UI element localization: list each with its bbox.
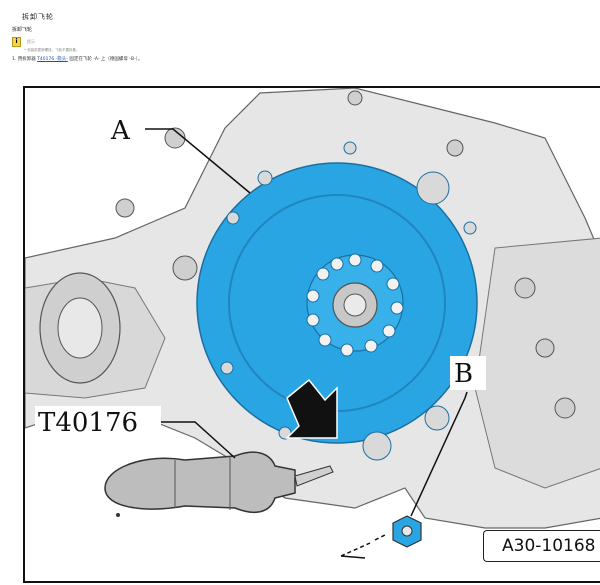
callout-a: A [110, 116, 131, 146]
note-row: i 提示 [12, 37, 35, 47]
hub-bolt-holes [306, 253, 404, 357]
callout-a-box [108, 113, 140, 143]
note-text: • 安装前更新螺栓，飞轮不要拆散。 [24, 48, 80, 52]
housing-right-section [474, 237, 600, 489]
flywheel-figure: A B T40176 A30-10168 [23, 86, 600, 583]
section-title: 拆卸飞轮 [12, 27, 33, 33]
document-title: 拆卸飞轮 [22, 13, 54, 21]
housing-cylinder-inner [57, 297, 103, 359]
note-label: 提示 [27, 39, 35, 44]
tool-t40176 [104, 451, 334, 517]
info-icon: i [12, 37, 21, 47]
flywheel-illustration: A B T40176 [25, 88, 600, 559]
housing-bosses [115, 90, 576, 419]
callout-tool: T40176 [38, 408, 138, 438]
step-prefix: 1. 用拆卸器 [12, 57, 38, 62]
tool-link[interactable]: T40176 -箭头- [37, 57, 68, 62]
arrow-indicator [285, 378, 338, 439]
figure-id: A30-10168 [483, 530, 600, 562]
note-text-content: 安装前更新螺栓，飞轮不要拆散。 [27, 48, 80, 52]
crankshaft-bore [343, 293, 367, 317]
flywheel-outer-holes [220, 141, 477, 461]
leader-lines [145, 128, 468, 559]
callout-b-box [450, 356, 486, 390]
nut-b [392, 515, 422, 548]
callout-tool-box [35, 406, 161, 436]
step-suffix: 固定在飞轮 -A- 上（德国螺母 -B-）。 [67, 57, 143, 62]
callout-b: B [454, 359, 473, 389]
step-1: 1. 用拆卸器 T40176 -箭头- 固定在飞轮 -A- 上（德国螺母 -B-… [12, 56, 142, 62]
